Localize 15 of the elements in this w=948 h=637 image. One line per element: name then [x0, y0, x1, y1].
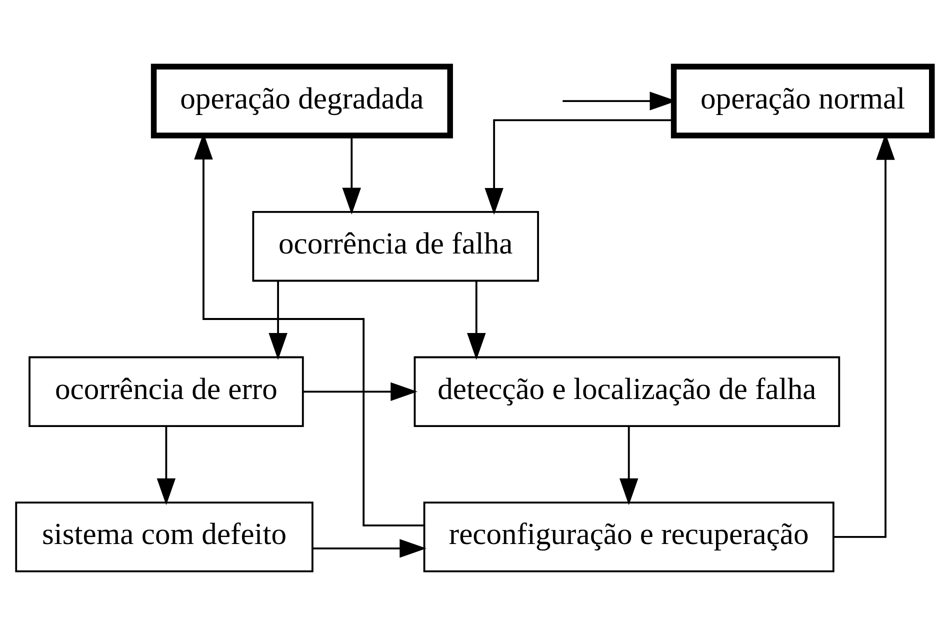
arrow — [619, 426, 638, 505]
node-box: ocorrência de erro — [28, 356, 304, 427]
node-box: detecção e localização de falha — [414, 356, 840, 427]
arrow — [342, 135, 362, 214]
node-box: sistema com defeito — [15, 501, 314, 572]
arrow — [484, 118, 674, 214]
arrow — [268, 280, 288, 360]
node-box: operação normal — [670, 63, 935, 138]
arrow — [303, 382, 418, 401]
arrow — [467, 280, 486, 360]
arrow — [312, 538, 426, 558]
node-box: reconfiguração e recuperação — [423, 501, 834, 572]
node-box: ocorrência de falha — [252, 210, 539, 282]
node-box: operação degradada — [150, 63, 453, 138]
arrow — [156, 426, 176, 505]
